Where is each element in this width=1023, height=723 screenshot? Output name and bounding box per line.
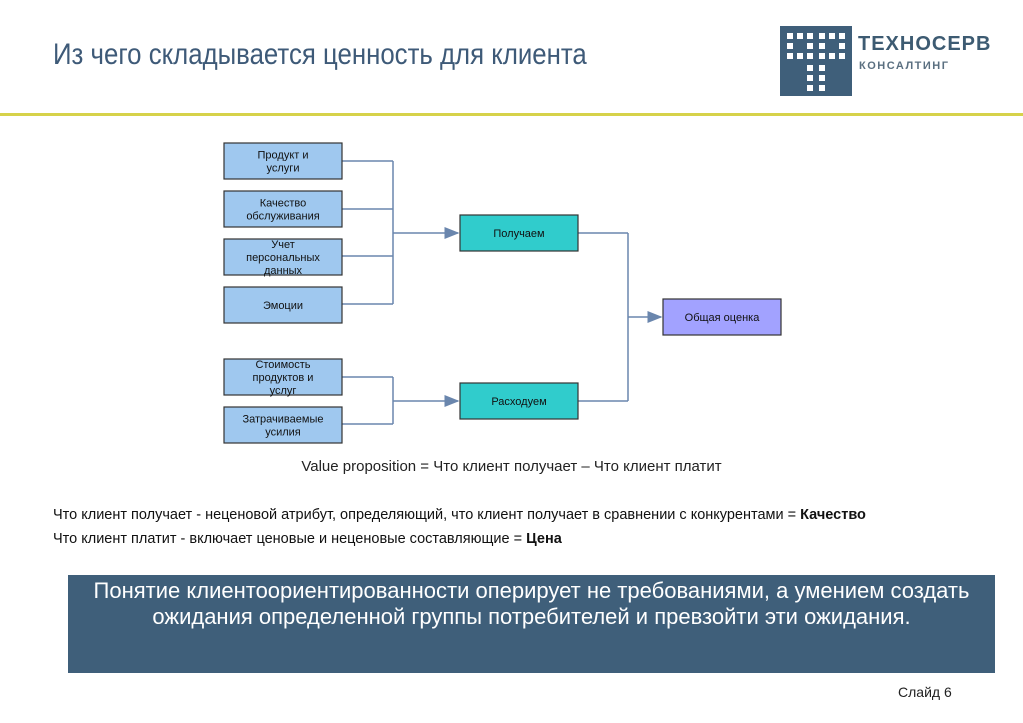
overall-assessment-box: Общая оценка	[662, 298, 782, 336]
diagram-connectors	[342, 160, 663, 425]
input-box-bottom-1-label: Стоимость	[255, 359, 310, 371]
client-gets-definition: Что клиент получает - неценовой атрибут,…	[53, 507, 866, 523]
client-gets-text: Что клиент получает - неценовой атрибут,…	[53, 507, 801, 523]
input-box-bottom-1-label: продуктов и	[253, 372, 314, 384]
input-box-top-3-label: данных	[264, 265, 303, 277]
slide-title: Из чего складывается ценность для клиент…	[53, 38, 587, 71]
spends-box: Расходуем	[459, 382, 579, 420]
input-box-top-4: Эмоции	[223, 286, 343, 324]
input-box-top-3-label: Учет	[271, 239, 295, 251]
input-box-top-1-label: Продукт и	[258, 149, 309, 161]
input-box-top-4-label: Эмоции	[263, 300, 303, 312]
quality-term: Качество	[800, 507, 866, 523]
input-box-top-2-label: обслуживания	[246, 210, 319, 222]
company-logo	[780, 26, 852, 101]
logo-name: ТЕХНОСЕРВ	[858, 33, 992, 55]
input-box-top-2-label: Качество	[260, 197, 307, 209]
overall-assessment-box-label: Общая оценка	[685, 312, 761, 324]
key-message-box: Понятие клиентоориентированности опериру…	[68, 575, 995, 673]
logo-mark-icon	[780, 26, 852, 96]
client-pays-text: Что клиент платит - включает ценовые и н…	[53, 531, 527, 547]
input-box-bottom-1-label: услуг	[270, 385, 297, 397]
slide-number: Слайд 6	[898, 684, 952, 700]
client-pays-definition: Что клиент платит - включает ценовые и н…	[53, 531, 562, 547]
input-box-bottom-2-label: усилия	[265, 426, 301, 438]
input-box-top-3-label: персональных	[246, 252, 320, 264]
title-divider	[0, 113, 1023, 116]
spends-box-label: Расходуем	[491, 396, 546, 408]
gets-box-label: Получаем	[493, 228, 544, 240]
gets-box: Получаем	[459, 214, 579, 252]
logo-subtitle: КОНСАЛТИНГ	[859, 60, 950, 72]
input-box-bottom-2-label: Затрачиваемые	[243, 413, 324, 425]
input-box-top-1-label: услуги	[267, 162, 300, 174]
price-term: Цена	[526, 531, 562, 547]
value-proposition-formula: Value proposition = Что клиент получает …	[301, 458, 722, 475]
